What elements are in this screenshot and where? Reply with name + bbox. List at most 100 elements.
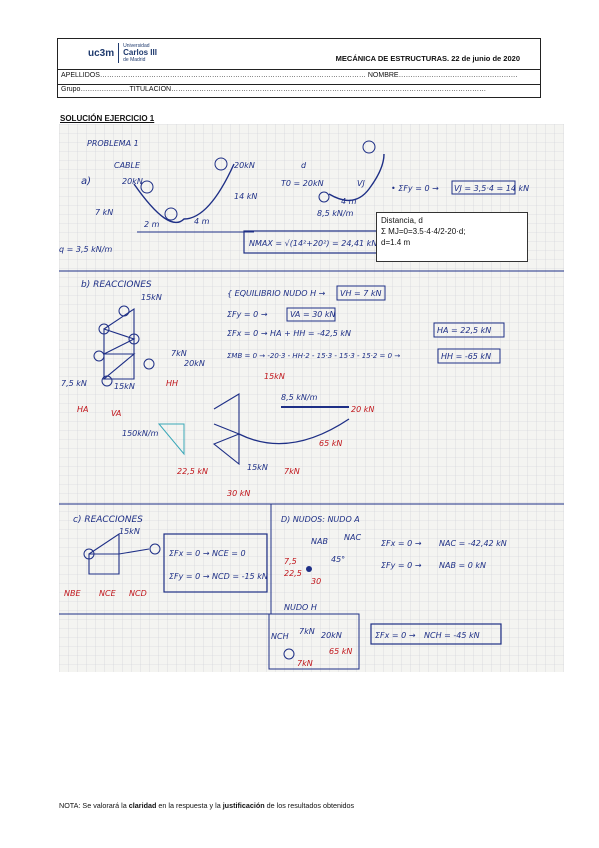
label-8-5-b: 8,5 kN/m bbox=[281, 393, 318, 402]
equilibrium-label: { EQUILIBRIO NUDO H → bbox=[227, 289, 326, 298]
grupo-field[interactable]: ………………… bbox=[80, 86, 130, 93]
label-7-5: 7,5 kN bbox=[61, 379, 87, 388]
label-30-d: 30 bbox=[311, 577, 321, 586]
truss-c bbox=[88, 532, 150, 575]
node-h-d bbox=[283, 648, 295, 660]
truss-b2 bbox=[212, 393, 241, 466]
cable-label: CABLE bbox=[114, 161, 141, 170]
solution-sketch: PROBLEMA 1 CABLE a) 20kN 7 kN 20kN 14 kN… bbox=[59, 124, 564, 672]
sfy-c-eq: ΣFy = 0 → NCD = -15 kN bbox=[169, 572, 268, 581]
label-20kn-b: 20kN bbox=[184, 359, 205, 368]
nch-box bbox=[370, 623, 502, 645]
titulacion-field[interactable]: …………………………………………………………………………………………………………… bbox=[171, 86, 487, 93]
part-a-label: a) bbox=[81, 176, 91, 187]
header-divider-2 bbox=[58, 84, 540, 85]
label-15kn-e: 15kN bbox=[119, 527, 140, 536]
header-divider-1 bbox=[58, 69, 540, 70]
node-j-a bbox=[214, 157, 228, 171]
nudo-h-box bbox=[268, 613, 360, 670]
nab-value: NAB = 0 kN bbox=[439, 561, 486, 570]
cable-curve-a bbox=[133, 163, 235, 224]
label-7kn-d: 7kN bbox=[299, 627, 315, 636]
titulacion-label: TITULACIÓN bbox=[129, 86, 172, 93]
label-65kn-d: 65 kN bbox=[329, 647, 352, 656]
label-20kn-j: 20kN bbox=[234, 161, 255, 170]
vh-value: VH = 7 kN bbox=[340, 289, 382, 298]
label-20kn-a: 20kN bbox=[122, 177, 143, 186]
note-claridad: claridad bbox=[128, 801, 157, 810]
label-nac: NAC bbox=[344, 533, 361, 542]
handwritten-solution-photo: PROBLEMA 1 CABLE a) 20kN 7 kN 20kN 14 kN… bbox=[59, 124, 564, 672]
label-7-5-d: 7,5 bbox=[284, 557, 297, 566]
hh-box bbox=[437, 348, 501, 364]
sfx-d-label: ΣFx = 0 → bbox=[381, 539, 422, 548]
label-22-5: 22,5 kN bbox=[177, 467, 208, 476]
note-prefix: NOTA: Se valorará la bbox=[59, 801, 129, 810]
label-15kn-b: 15kN bbox=[141, 293, 162, 302]
grupo-titulacion-row: Grupo…………………TITULACIÓN………………………………………………… bbox=[61, 86, 537, 93]
label-7kn-c: 7kN bbox=[284, 467, 300, 476]
distance-calc-box: Distancia, d Σ MJ=0=3.5·4·4/2-20·d; d=1.… bbox=[376, 212, 528, 262]
hh-value: HH = -65 kN bbox=[441, 352, 491, 361]
label-8-5: 8,5 kN/m bbox=[317, 209, 354, 218]
label-va: VA bbox=[111, 409, 121, 418]
apellidos-label: APELLIDOS bbox=[61, 72, 100, 79]
exam-title: MECÁNICA DE ESTRUCTURAS. 22 de junio de … bbox=[335, 54, 520, 63]
vj-value: VJ = 3,5·4 = 14 kN bbox=[454, 184, 529, 193]
node-d-c bbox=[83, 548, 95, 560]
node-c-b bbox=[128, 333, 140, 345]
label-7kn-b: 7kN bbox=[171, 349, 187, 358]
label-22-5-d: 22,5 bbox=[284, 569, 302, 578]
node-h-a bbox=[140, 180, 154, 194]
logo-line3: de Madrid bbox=[123, 57, 146, 63]
ha-value: HA = 22,5 kN bbox=[437, 326, 491, 335]
cable-curve-right bbox=[328, 153, 385, 202]
label-ncd: NCD bbox=[129, 589, 147, 598]
logo-divider bbox=[118, 43, 120, 63]
label-hh: HH bbox=[166, 379, 178, 388]
va-value: VA = 30 kN bbox=[290, 310, 336, 319]
cable-curve-b bbox=[238, 418, 350, 445]
sfx-c-eq: ΣFx = 0 → NCE = 0 bbox=[169, 549, 246, 558]
label-nbe: NBE bbox=[64, 589, 81, 598]
nombre-label: NOMBRE bbox=[367, 72, 399, 79]
label-ha: HA bbox=[77, 405, 89, 414]
distance-line1: Distancia, d bbox=[381, 216, 423, 225]
label-nce: NCE bbox=[99, 589, 117, 598]
va-box bbox=[286, 307, 336, 322]
logo-line1: Universidad bbox=[123, 43, 150, 49]
label-nab: NAB bbox=[311, 537, 328, 546]
solution-title: SOLUCIÓN EJERCICIO 1 bbox=[60, 114, 155, 123]
label-4m-b: 4 m bbox=[341, 197, 357, 206]
label-7kn-a: 7 kN bbox=[95, 208, 113, 217]
distance-line3: d=1.4 m bbox=[381, 238, 411, 247]
note-justificacion: justificación bbox=[222, 801, 265, 810]
apellidos-field[interactable]: …………………………………………………………………………………………………… bbox=[99, 72, 366, 79]
problem-label: PROBLEMA 1 bbox=[87, 139, 139, 148]
label-150: 150kN/m bbox=[122, 429, 159, 438]
label-nch: NCH bbox=[271, 632, 289, 641]
vh-box bbox=[336, 285, 386, 301]
part-b-label: b) REACCIONES bbox=[81, 280, 152, 290]
sfy-b-label: ΣFy = 0 → bbox=[227, 310, 268, 319]
label-14kn-a: 14 kN bbox=[234, 192, 257, 201]
label-65kn: 65 kN bbox=[319, 439, 342, 448]
nombre-field[interactable]: …………………………………………… bbox=[398, 72, 518, 79]
node-b-b bbox=[93, 350, 105, 362]
label-7kn-e: 7kN bbox=[297, 659, 313, 668]
node-a-b bbox=[101, 375, 113, 387]
distance-line2: Σ MJ=0=3.5·4·4/2-20·d; bbox=[381, 227, 466, 236]
label-2m: 2 m bbox=[144, 220, 160, 229]
sfy-d-label: ΣFy = 0 → bbox=[381, 561, 422, 570]
label-15kn-b2: 15kN bbox=[114, 382, 135, 391]
sm-eq: ΣMB = 0 → -20·3 - HH·2 - 15·3 - 15·3 - 1… bbox=[227, 352, 400, 360]
nch-value: NCH = -45 kN bbox=[424, 631, 480, 640]
node-h-b bbox=[143, 358, 155, 370]
q-load-label: q = 3,5 kN/m bbox=[59, 245, 112, 254]
footer-note: NOTA: Se valorará la claridad en la resp… bbox=[59, 801, 354, 810]
sfx-e-label: ΣFx = 0 → bbox=[375, 631, 416, 640]
ha-box bbox=[433, 322, 505, 338]
hatch-load bbox=[157, 423, 185, 456]
logo-mark: uc3m bbox=[88, 47, 115, 59]
part-c-box bbox=[163, 533, 268, 593]
